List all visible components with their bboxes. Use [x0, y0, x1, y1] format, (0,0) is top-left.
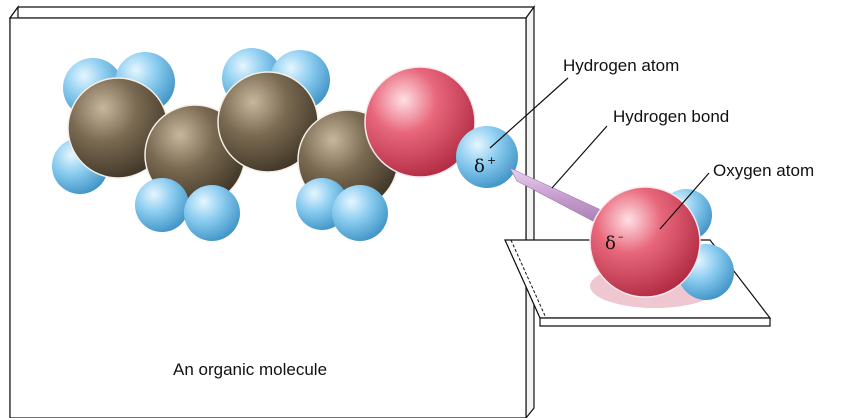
- delta-minus-symbol: δ: [605, 233, 616, 254]
- delta-plus-sign: +: [487, 154, 496, 167]
- hydrogen-bond-leader: [551, 125, 608, 189]
- hydroxyl-hydrogen-sphere: [456, 126, 518, 188]
- hydrogen-bond-label: Hydrogen bond: [613, 107, 729, 126]
- organic-molecule: δ +: [52, 48, 518, 241]
- hydrogen-atom-leader: [489, 77, 569, 149]
- hydrogen-sphere: [135, 178, 189, 232]
- water-molecule: δ –: [589, 186, 734, 308]
- hydrogen-sphere: [332, 185, 388, 241]
- leader-lines: [489, 77, 710, 230]
- oxygen-sphere: [364, 66, 476, 178]
- delta-plus-symbol: δ: [474, 156, 485, 177]
- oxygen-atom-leader: [659, 172, 710, 230]
- hydrogen-atom-label: Hydrogen atom: [563, 56, 679, 75]
- delta-minus-sign: –: [618, 230, 624, 243]
- molecule-caption: An organic molecule: [173, 360, 327, 379]
- hydrogen-sphere: [184, 185, 240, 241]
- oxygen-atom-label: Oxygen atom: [713, 161, 814, 180]
